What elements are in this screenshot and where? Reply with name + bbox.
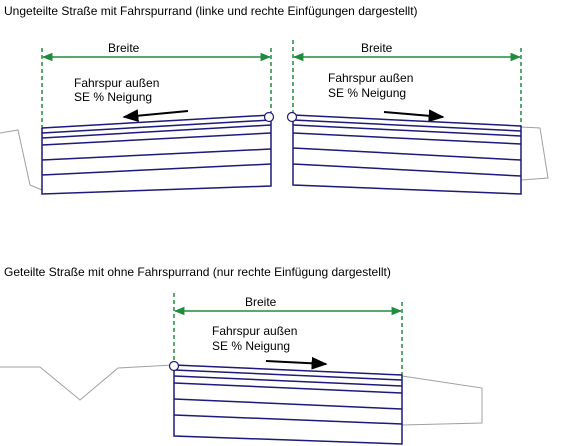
lane-label: Fahrspur außen [328, 71, 413, 85]
insertion-point-marker [168, 360, 180, 372]
subbase-outline [41, 115, 272, 195]
pavement-layer-4 [292, 132, 522, 145]
pavement-layer-1 [41, 114, 272, 129]
top-left-assembly: Breite Fahrspur außen SE % Neigung [0, 41, 275, 195]
pavement-layer-3 [292, 124, 522, 137]
pavement-layer-5 [173, 398, 403, 410]
pavement-layer-5 [292, 147, 522, 161]
width-label: Breite [108, 41, 140, 55]
pavement-layer-3 [41, 124, 272, 139]
pavement-layer-1 [292, 114, 522, 127]
lane-label: Fahrspur außen [212, 324, 297, 338]
top-caption: Ungeteilte Straße mit Fahrspurrand (link… [4, 4, 418, 18]
lane-label: Fahrspur außen [74, 76, 159, 90]
insertion-point-marker [263, 111, 275, 123]
pavement-layer-5 [41, 148, 272, 161]
pavement-layer-2 [41, 119, 272, 134]
pavement-layer-1 [173, 364, 403, 376]
width-label: Breite [245, 295, 277, 309]
pavement-layer-6 [292, 163, 522, 177]
subbase-outline [173, 365, 403, 445]
slope-label: SE % Neigung [212, 339, 290, 353]
pavement-layer-6 [41, 163, 272, 176]
pavement-layer-6 [173, 414, 403, 425]
slope-direction-arrow [122, 109, 189, 123]
slope-label: SE % Neigung [328, 86, 406, 100]
pavement-layer-2 [173, 369, 403, 381]
slope-direction-arrow [383, 109, 445, 123]
bottom-caption: Geteilte Straße mit ohne Fahrspurrand (n… [4, 265, 391, 279]
slope-direction-arrow [265, 356, 328, 370]
pavement-layer-4 [41, 132, 272, 146]
ground-line-right [401, 375, 483, 426]
ground-line-left [0, 364, 175, 401]
slope-label: SE % Neigung [74, 90, 152, 104]
ground-line-left [0, 129, 43, 191]
pavement-layer-2 [292, 119, 522, 132]
insertion-point-marker [286, 111, 298, 123]
bottom-assembly: Breite Fahrspur außen SE % Neigung [0, 293, 483, 445]
ground-line-right [520, 126, 549, 181]
width-label: Breite [361, 41, 393, 55]
pavement-layer-3 [173, 375, 403, 387]
pavement-layer-4 [173, 382, 403, 394]
subbase-outline [292, 115, 522, 195]
top-right-assembly: Breite Fahrspur außen SE % Neigung [286, 40, 549, 195]
